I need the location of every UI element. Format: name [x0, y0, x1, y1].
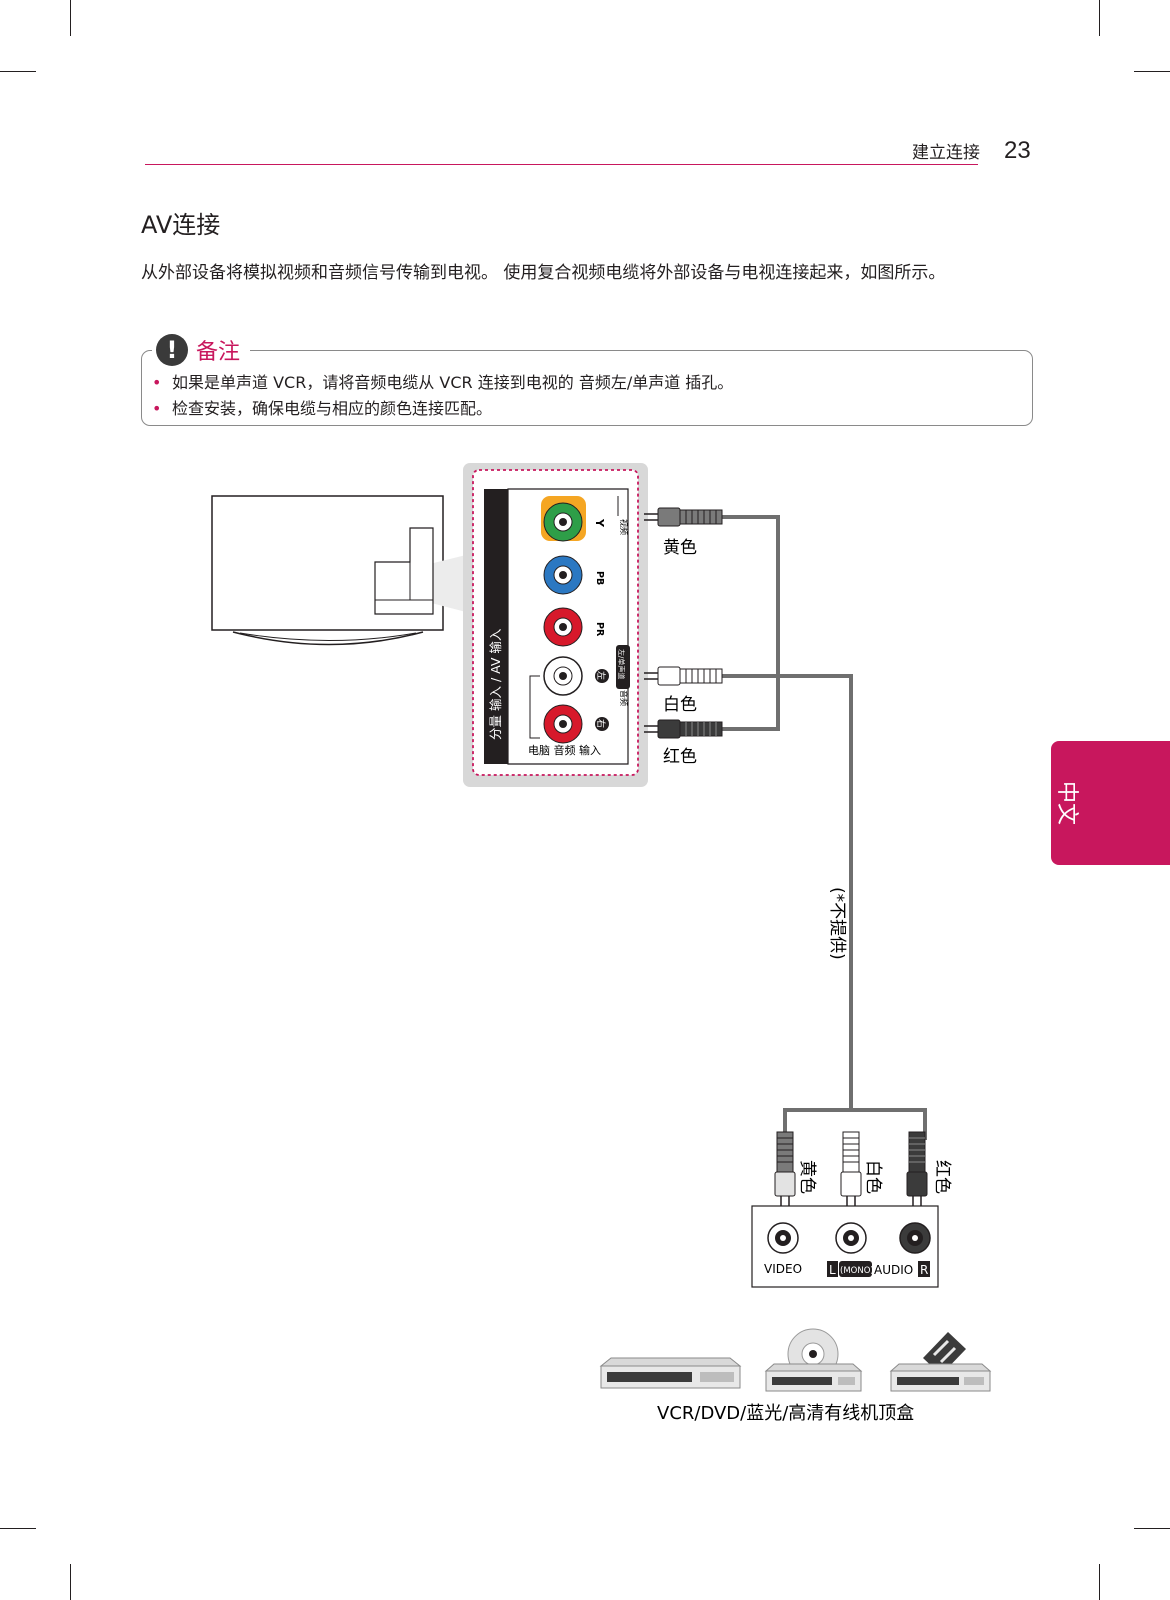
- intro-paragraph: 从外部设备将模拟视频和音频信号传输到电视。 使用复合视频电缆将外部设备与电视连接…: [141, 263, 946, 283]
- rca-plug-white: [840, 1131, 862, 1208]
- cable-color-label: 白色: [863, 1160, 883, 1194]
- note-header: ! 备注: [152, 332, 251, 368]
- page-number: 23: [1004, 137, 1031, 164]
- devices-caption: VCR/DVD/蓝光/高清有线机顶盒: [657, 1403, 914, 1424]
- crop-mark: [0, 71, 36, 72]
- rca-plug-yellow: [774, 1131, 796, 1208]
- exclamation-icon: !: [156, 334, 188, 366]
- dvd-device-icon: [764, 1328, 863, 1392]
- rca-plug-yellow: [644, 507, 723, 527]
- set-top-box-icon: [889, 1332, 992, 1392]
- crop-mark: [70, 1564, 71, 1600]
- note-item: 如果是单声道 VCR，请将音频电缆从 VCR 连接到电视的 音频左/单声道 插孔…: [150, 370, 733, 396]
- device-jack-r: R: [920, 1263, 928, 1277]
- note-list: 如果是单声道 VCR，请将音频电缆从 VCR 连接到电视的 音频左/单声道 插孔…: [150, 370, 733, 422]
- crop-mark: [1099, 1564, 1100, 1600]
- device-jack-l: L: [829, 1263, 836, 1277]
- jack-label-video: 视频: [619, 519, 629, 535]
- crop-mark: [0, 1528, 36, 1529]
- cable-color-label: 黄色: [663, 538, 697, 558]
- av-cable: [720, 515, 927, 1140]
- language-tab: [1051, 741, 1170, 865]
- jack-label-left-mono: 左/单声道: [617, 649, 626, 679]
- note-label: 备注: [196, 340, 241, 365]
- cable-note: (*不提供): [827, 887, 847, 960]
- jack-label-left: 左: [595, 671, 607, 680]
- cable-color-label: 白色: [663, 695, 697, 715]
- jack-label-y: Y: [593, 518, 606, 528]
- device-jack-video: VIDEO: [764, 1262, 802, 1276]
- cable-color-label: 红色: [663, 747, 697, 767]
- crop-mark: [1099, 0, 1100, 36]
- rca-plug-red: [906, 1131, 928, 1208]
- crop-mark: [1134, 71, 1170, 72]
- cable-color-label: 红色: [932, 1160, 952, 1194]
- device-output-panel: VIDEO L (MONO) AUDIO R: [751, 1205, 939, 1288]
- crop-mark: [70, 0, 71, 36]
- device-jack-audio: AUDIO: [874, 1263, 913, 1277]
- tv-input-panel: 分量 输入 / AV 输入 Y PB PR 视频 左 右 音频 左/单声: [463, 463, 648, 787]
- vcr-device-icon: [599, 1357, 742, 1389]
- tv-illustration: [211, 495, 466, 646]
- rca-plug-red: [644, 719, 723, 739]
- section-title: 建立连接: [912, 143, 980, 163]
- jack-label-pr: PR: [594, 622, 605, 637]
- rca-plug-white: [644, 666, 723, 686]
- header-divider: [145, 164, 978, 165]
- device-jack-mono: (MONO): [840, 1266, 874, 1276]
- panel-label: 分量 输入 / AV 输入: [488, 628, 503, 740]
- jack-label-audio: 音频: [619, 690, 629, 706]
- pc-audio-label: 电脑 音频 输入: [528, 743, 601, 757]
- crop-mark: [1134, 1528, 1170, 1529]
- cable-color-label: 黄色: [797, 1160, 817, 1194]
- note-item: 检查安装，确保电缆与相应的颜色连接匹配。: [150, 396, 733, 422]
- jack-label-right: 右: [595, 719, 607, 728]
- page-title: AV连接: [141, 211, 221, 239]
- jack-label-pb: PB: [594, 571, 605, 585]
